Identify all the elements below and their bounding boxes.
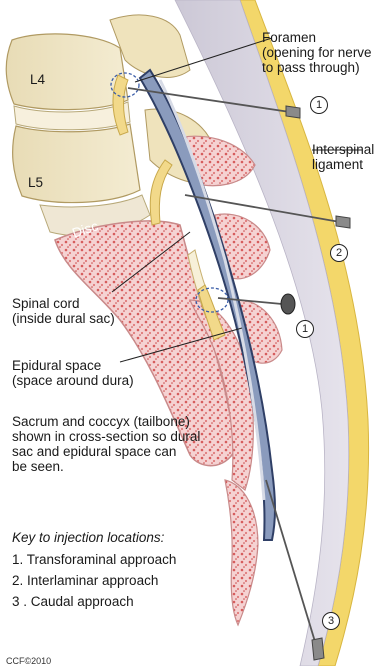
label-epidural-space: Epidural space (space around dura) <box>12 358 134 388</box>
label-interspinal: Interspinal ligament <box>312 142 374 172</box>
nerve-root-l5 <box>150 160 172 225</box>
l4-vertebra <box>6 34 128 110</box>
key-item-2: 2. Interlaminar approach <box>12 573 158 588</box>
needle-3 <box>266 480 316 645</box>
label-foramen: Foramen (opening for nerve to pass throu… <box>262 30 372 75</box>
marker-needle-2: 2 <box>330 244 348 262</box>
marker-needle-3: 3 <box>322 612 340 630</box>
marker-needle-1-mid: 1 <box>296 320 314 338</box>
label-l4: L4 <box>30 72 45 87</box>
key-item-1: 1. Transforaminal approach <box>12 552 176 567</box>
label-spinal-cord: Spinal cord (inside dural sac) <box>12 296 115 326</box>
label-l5: L5 <box>28 175 43 190</box>
sacrum-note: Sacrum and coccyx (tailbone) shown in cr… <box>12 414 200 474</box>
copyright-credit: CCF©2010 <box>6 654 51 669</box>
key-item-3: 3 . Caudal approach <box>12 594 134 609</box>
coccyx <box>225 480 258 625</box>
l5-vertebra <box>13 124 140 203</box>
key-title: Key to injection locations: <box>12 530 164 545</box>
marker-needle-1-top: 1 <box>310 96 328 114</box>
